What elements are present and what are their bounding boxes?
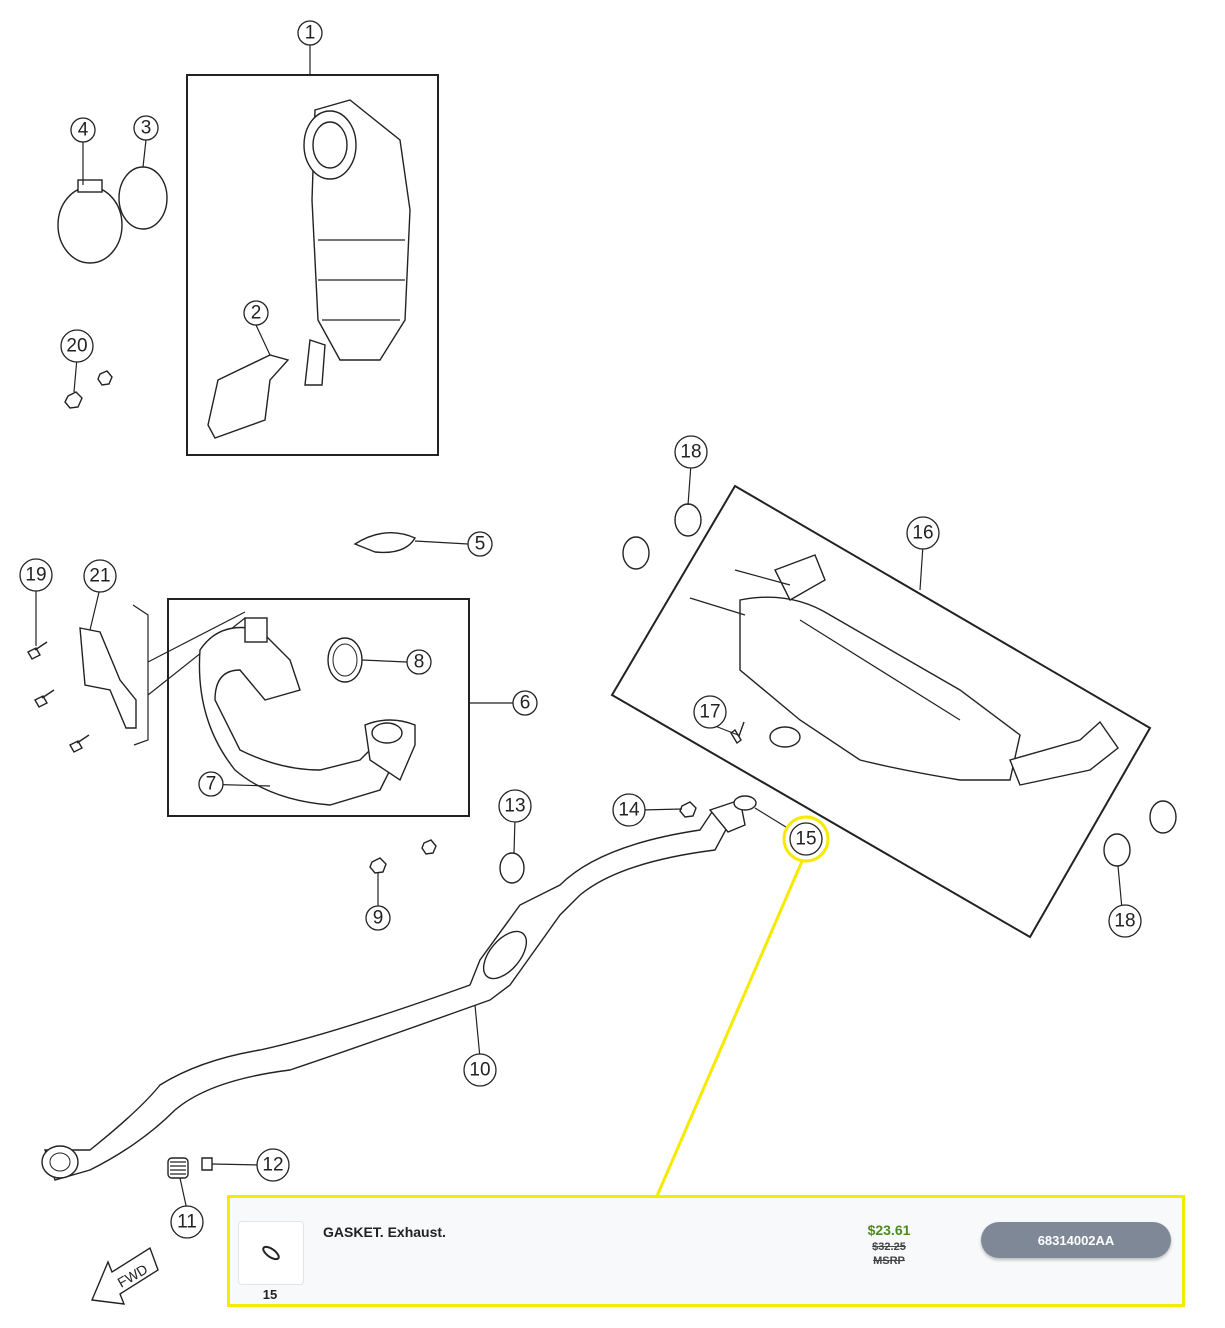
svg-text:2: 2 [251, 303, 262, 324]
callout-5[interactable]: 5 [467, 531, 493, 557]
part-callout-number: 15 [262, 1287, 278, 1302]
part-heat-shield[interactable] [79, 627, 137, 729]
part-thumbnail[interactable] [238, 1221, 304, 1285]
svg-text:19: 19 [25, 565, 46, 586]
svg-text:18: 18 [1114, 911, 1135, 932]
svg-text:16: 16 [912, 523, 933, 544]
callout-7[interactable]: 7 [198, 771, 224, 797]
callout-9[interactable]: 9 [365, 905, 391, 931]
sale-price: $23.61 [867, 1222, 911, 1238]
part-nut[interactable] [421, 839, 437, 855]
svg-text:11: 11 [177, 1212, 197, 1233]
part-catalytic-converter[interactable] [303, 99, 411, 386]
callout-11[interactable]: 11 [170, 1205, 204, 1239]
callout-4[interactable]: 4 [70, 117, 96, 143]
part-isolator[interactable] [674, 503, 702, 537]
callout-16[interactable]: 16 [906, 516, 940, 550]
highlight-leader [655, 851, 808, 1197]
svg-text:21: 21 [89, 566, 110, 587]
gasket-thumbnail-icon [262, 1245, 280, 1261]
svg-text:4: 4 [78, 120, 89, 141]
callout-20[interactable]: 20 [60, 329, 94, 363]
part-isolator[interactable] [1149, 800, 1177, 834]
callout-21[interactable]: 21 [83, 559, 117, 593]
part-description: GASKET. Exhaust. [323, 1224, 446, 1240]
svg-text:18: 18 [680, 442, 701, 463]
part-front-pipe[interactable] [198, 617, 416, 806]
part-intermediate-pipe[interactable] [41, 799, 746, 1181]
price-block: $23.61 $32.25 MSRP [830, 1222, 948, 1267]
selected-part-panel: 15 GASKET. Exhaust. $23.61 $32.25 MSRP 6… [227, 1195, 1185, 1307]
callout-13[interactable]: 13 [498, 789, 532, 823]
part-nut[interactable] [97, 370, 113, 386]
svg-text:14: 14 [618, 800, 640, 821]
callout-19[interactable]: 19 [19, 558, 53, 592]
callout-18[interactable]: 18 [1108, 904, 1142, 938]
svg-text:10: 10 [469, 1060, 490, 1081]
callout-14[interactable]: 14 [612, 793, 646, 827]
svg-text:6: 6 [520, 693, 531, 714]
callout-8[interactable]: 8 [406, 649, 432, 675]
svg-text:15: 15 [795, 829, 816, 850]
svg-text:8: 8 [414, 652, 425, 673]
part-bolts[interactable] [27, 641, 90, 753]
msrp-price: $32.25 [872, 1241, 906, 1253]
part-isolator[interactable] [1103, 833, 1131, 867]
part-number-button[interactable]: 68314002AA [981, 1222, 1171, 1258]
box-catalytic-converter [186, 74, 439, 456]
part-clamp[interactable] [57, 179, 123, 264]
callout-3[interactable]: 3 [133, 115, 159, 141]
msrp-label: MSRP [873, 1255, 905, 1267]
callout-1[interactable]: 1 [297, 20, 323, 46]
part-isolator[interactable] [622, 536, 650, 570]
callout-6[interactable]: 6 [512, 690, 538, 716]
svg-text:7: 7 [206, 774, 217, 795]
part-nut[interactable] [679, 801, 697, 818]
part-bracket[interactable] [207, 354, 290, 439]
part-gasket-15[interactable] [733, 795, 757, 811]
part-bolt[interactable] [201, 1157, 213, 1171]
part-isolator[interactable] [499, 852, 525, 884]
callout-18[interactable]: 18 [674, 435, 708, 469]
fwd-arrow-icon: FWD [90, 1246, 159, 1305]
svg-text:20: 20 [66, 336, 87, 357]
part-flange-gasket[interactable] [353, 532, 417, 554]
part-muffler[interactable] [689, 554, 1119, 786]
callout-15-selected[interactable]: 15 [782, 815, 830, 863]
callout-12[interactable]: 12 [256, 1148, 290, 1182]
part-stud[interactable] [730, 721, 745, 745]
svg-text:9: 9 [373, 908, 384, 929]
part-gasket-ring[interactable] [118, 166, 168, 230]
callout-10[interactable]: 10 [463, 1053, 497, 1087]
svg-text:13: 13 [504, 796, 525, 817]
part-nut[interactable] [64, 391, 83, 409]
svg-text:1: 1 [305, 23, 316, 44]
svg-text:5: 5 [475, 534, 486, 555]
svg-text:17: 17 [699, 702, 720, 723]
box-muffler [610, 484, 1152, 939]
svg-text:3: 3 [141, 118, 152, 139]
callout-2[interactable]: 2 [243, 300, 269, 326]
svg-text:12: 12 [262, 1155, 283, 1176]
part-nut[interactable] [369, 857, 387, 874]
callout-17[interactable]: 17 [693, 695, 727, 729]
part-spring[interactable] [167, 1157, 189, 1179]
box-front-pipe [167, 598, 470, 817]
